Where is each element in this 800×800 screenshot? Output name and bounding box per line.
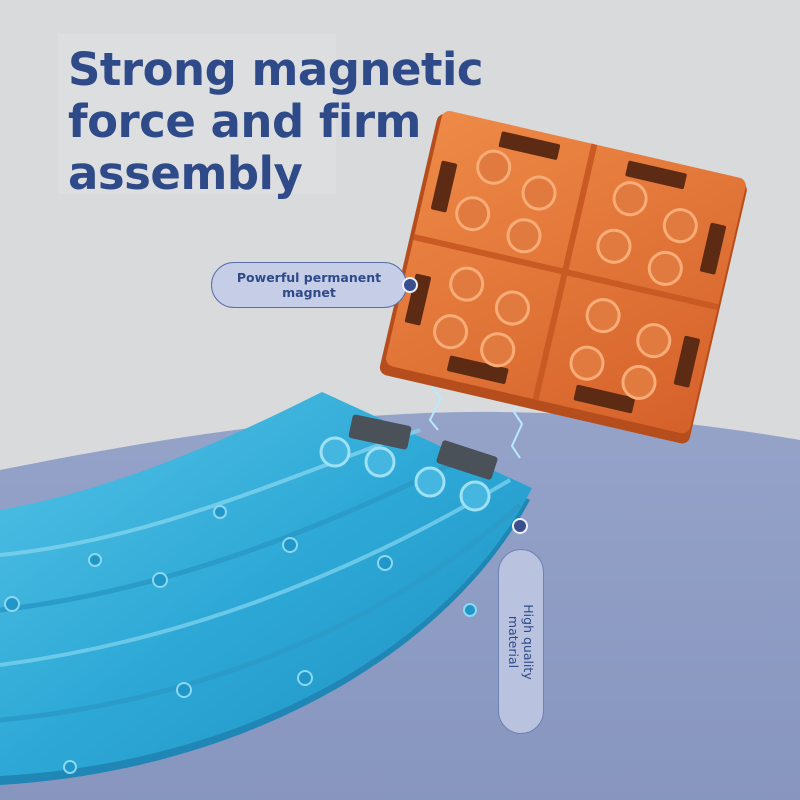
callout-permanent-magnet: Powerful permanent magnet	[211, 262, 407, 308]
callout-magnet-line-2: magnet	[282, 285, 336, 300]
callout-quality-text: High quality material	[506, 557, 536, 727]
callout-quality-line-2: material	[506, 615, 521, 668]
callout-magnet-line-1: Powerful permanent	[236, 270, 382, 285]
headline-line-2: force and firm	[68, 95, 421, 148]
headline-panel	[58, 34, 336, 194]
callout-quality-line-1: High quality	[521, 603, 536, 680]
callout-high-quality-material: High quality material	[498, 549, 544, 734]
headline-line-3: assembly	[68, 147, 303, 200]
blue-track-piece	[0, 392, 532, 785]
callout-pointer-dot	[402, 277, 418, 293]
orange-magnetic-tile	[379, 110, 747, 444]
callout-pointer-dot	[512, 518, 528, 534]
headline-line-1: Strong magnetic	[68, 43, 484, 96]
headline-title: Strong magnetic force and firm assembly	[68, 44, 488, 200]
